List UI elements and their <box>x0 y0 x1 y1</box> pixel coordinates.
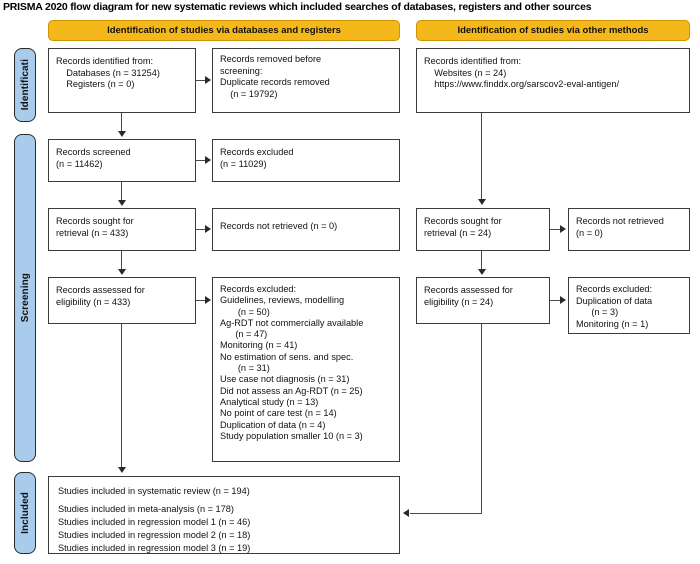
included-line-systematic-review: Studies included in systematic review (n… <box>58 486 250 496</box>
box-studies-included: Studies included in systematic review (n… <box>48 476 400 554</box>
box-records-excluded-eligibility: Records excluded: Guidelines, reviews, m… <box>212 277 400 462</box>
stage-tab-included-label: Included <box>19 492 31 534</box>
arrowhead-sought-other-to-not-retrieved <box>560 225 566 233</box>
stage-tab-identification: Identificati <box>14 48 36 122</box>
connector-sought-other-to-not-retrieved <box>550 229 562 231</box>
connector-assessed-to-included <box>121 324 123 468</box>
box-records-identified-databases: Records identified from: Databases (n = … <box>48 48 196 113</box>
stage-tab-screening: Screening <box>14 134 36 462</box>
stage-tab-identification-label: Identificati <box>19 59 31 111</box>
arrowhead-assessed-to-included <box>118 467 126 473</box>
connector-assessed-other-to-excluded <box>550 300 562 302</box>
arrowhead-identified-other-to-sought <box>478 199 486 205</box>
included-line-regression-3: Studies included in regression model 3 (… <box>58 543 251 553</box>
included-line-regression-1: Studies included in regression model 1 (… <box>58 517 251 527</box>
box-records-excluded-screening: Records excluded (n = 11029) <box>212 139 400 182</box>
box-records-screened: Records screened (n = 11462) <box>48 139 196 182</box>
page-title: PRISMA 2020 flow diagram for new systema… <box>3 1 592 13</box>
included-line-regression-2: Studies included in regression model 2 (… <box>58 530 251 540</box>
arrowhead-sought-to-not-retrieved <box>205 225 211 233</box>
stage-tab-screening-label: Screening <box>19 273 31 323</box>
arrowhead-assessed-to-excluded <box>205 296 211 304</box>
connector-identified-to-removed <box>196 80 210 82</box>
connector-assessed-other-to-included-vertical <box>481 324 483 514</box>
arrowhead-sought-to-assessed <box>118 269 126 275</box>
box-records-sought-retrieval-other: Records sought for retrieval (n = 24) <box>416 208 550 251</box>
arrowhead-assessed-other-to-included <box>403 509 409 517</box>
connector-identified-to-screened <box>121 113 123 133</box>
section-header-other-methods: Identification of studies via other meth… <box>416 20 690 41</box>
box-records-assessed-eligibility-other: Records assessed for eligibility (n = 24… <box>416 277 550 324</box>
arrowhead-screened-to-sought <box>118 200 126 206</box>
box-records-not-retrieved: Records not retrieved (n = 0) <box>212 208 400 251</box>
box-records-excluded-eligibility-other: Records excluded: Duplication of data (n… <box>568 277 690 334</box>
arrowhead-assessed-other-to-excluded <box>560 296 566 304</box>
section-header-databases-registers: Identification of studies via databases … <box>48 20 400 41</box>
box-records-removed-before-screening: Records removed before screening: Duplic… <box>212 48 400 113</box>
box-records-identified-websites: Records identified from: Websites (n = 2… <box>416 48 690 113</box>
box-records-assessed-eligibility: Records assessed for eligibility (n = 43… <box>48 277 196 324</box>
connector-screened-to-sought <box>121 182 123 202</box>
connector-assessed-other-to-included-horizontal <box>410 513 482 515</box>
connector-sought-other-to-assessed <box>481 251 483 271</box>
box-records-not-retrieved-other: Records not retrieved (n = 0) <box>568 208 690 251</box>
connector-assessed-to-excluded <box>196 300 210 302</box>
arrowhead-sought-other-to-assessed <box>478 269 486 275</box>
box-records-sought-retrieval: Records sought for retrieval (n = 433) <box>48 208 196 251</box>
arrowhead-identified-to-removed <box>205 76 211 84</box>
stage-tab-included: Included <box>14 472 36 554</box>
connector-sought-to-not-retrieved <box>196 229 210 231</box>
arrowhead-screened-to-excluded <box>205 156 211 164</box>
connector-identified-other-to-sought <box>481 113 483 200</box>
connector-sought-to-assessed <box>121 251 123 271</box>
included-line-meta-analysis: Studies included in meta-analysis (n = 1… <box>58 504 234 514</box>
connector-screened-to-excluded <box>196 160 210 162</box>
arrowhead-identified-to-screened <box>118 131 126 137</box>
